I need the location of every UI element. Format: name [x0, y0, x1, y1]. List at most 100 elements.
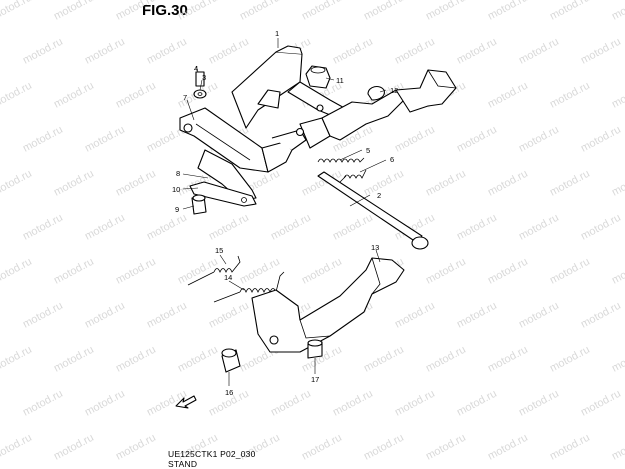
watermark-text: motod.ru [207, 212, 251, 243]
spring-upper[interactable] [317, 157, 365, 163]
watermark-text: motod.ru [362, 432, 406, 463]
watermark-text: motod.ru [362, 168, 406, 199]
watermark-text: motod.ru [300, 432, 344, 463]
watermark-text: motod.ru [455, 212, 499, 243]
watermark-text: motod.ru [517, 212, 561, 243]
watermark-text: motod.ru [52, 0, 96, 23]
watermark-text: motod.ru [393, 300, 437, 331]
watermark-text: motod.ru [52, 256, 96, 287]
watermark-text: motod.ru [114, 0, 158, 23]
watermark-text: motod.ru [331, 212, 375, 243]
callout-17: 17 [311, 375, 319, 384]
watermark-text: motod.ru [393, 388, 437, 419]
watermark-text: motod.ru [424, 432, 468, 463]
watermark-text: motod.ru [0, 256, 34, 287]
watermark-text: motod.ru [486, 80, 530, 111]
watermark-text: motod.ru [114, 168, 158, 199]
side-stand[interactable] [251, 257, 405, 353]
spring-lower[interactable] [339, 169, 367, 183]
watermark-text: motod.ru [21, 300, 65, 331]
watermark-text: motod.ru [424, 344, 468, 375]
watermark-text: motod.ru [0, 344, 34, 375]
watermark-text: motod.ru [579, 124, 623, 155]
watermark-text: motod.ru [610, 168, 625, 199]
watermark-text: motod.ru [21, 388, 65, 419]
mounting-bolt[interactable] [191, 194, 207, 215]
watermark-text: motod.ru [83, 212, 127, 243]
callout-13: 13 [371, 243, 379, 252]
stand-bracket-frame[interactable] [179, 45, 409, 201]
watermark-text: motod.ru [362, 344, 406, 375]
watermark-text: motod.ru [83, 300, 127, 331]
callout-12: 12 [390, 86, 398, 95]
watermark-text: motod.ru [52, 432, 96, 463]
pivot-shaft[interactable] [317, 171, 429, 250]
watermark-text: motod.ru [610, 432, 625, 463]
watermark-text: motod.ru [238, 0, 282, 23]
callout-8: 8 [176, 169, 180, 178]
watermark-text: motod.ru [114, 80, 158, 111]
watermark-text: motod.ru [207, 300, 251, 331]
watermark-text: motod.ru [517, 388, 561, 419]
watermark-text: motod.ru [455, 124, 499, 155]
watermark-text: motod.ru [300, 0, 344, 23]
watermark-text: motod.ru [114, 256, 158, 287]
watermark-text: motod.ru [0, 0, 34, 23]
watermark-text: motod.ru [610, 256, 625, 287]
watermark-text: motod.ru [83, 388, 127, 419]
front-direction-arrow-icon [175, 395, 197, 409]
watermark-text: motod.ru [486, 344, 530, 375]
watermark-text: motod.ru [548, 256, 592, 287]
callout-2: 2 [377, 191, 381, 200]
watermark-text: motod.ru [176, 256, 220, 287]
stand-bush[interactable] [307, 339, 323, 359]
watermark-text: motod.ru [362, 0, 406, 23]
mounting-plate[interactable] [189, 181, 257, 207]
watermark-text: motod.ru [455, 36, 499, 67]
watermark-text: motod.ru [83, 36, 127, 67]
watermark-text: motod.ru [517, 300, 561, 331]
watermark-text: motod.ru [424, 168, 468, 199]
callout-3: 3 [202, 73, 206, 82]
watermark-text: motod.ru [579, 212, 623, 243]
watermark-text: motod.ru [579, 300, 623, 331]
callout-7: 7 [183, 93, 187, 102]
stand-pedal[interactable] [367, 69, 457, 113]
watermark-text: motod.ru [486, 432, 530, 463]
watermark-text: motod.ru [300, 256, 344, 287]
watermark-text: motod.ru [52, 344, 96, 375]
figure-title: FIG.30 [142, 2, 188, 19]
watermark-text: motod.ru [548, 168, 592, 199]
watermark-text: motod.ru [548, 432, 592, 463]
rubber-bush[interactable] [305, 65, 331, 89]
callout-4: 4 [194, 64, 198, 73]
watermark-text: motod.ru [610, 0, 625, 23]
watermark-text: motod.ru [269, 212, 313, 243]
watermark-text: motod.ru [424, 256, 468, 287]
spring-15[interactable] [187, 255, 241, 286]
leader-lines [182, 38, 387, 386]
watermark-text: motod.ru [486, 168, 530, 199]
stand-bolt[interactable] [221, 348, 241, 373]
watermark-text: motod.ru [0, 168, 34, 199]
watermark-text: motod.ru [145, 300, 189, 331]
watermark-text: motod.ru [145, 212, 189, 243]
watermark-text: motod.ru [455, 388, 499, 419]
watermark-text: motod.ru [517, 124, 561, 155]
watermark-text: motod.ru [548, 344, 592, 375]
callout-16: 16 [225, 388, 233, 397]
watermark-text: motod.ru [21, 212, 65, 243]
watermark-text: motod.ru [83, 124, 127, 155]
watermark-text: motod.ru [238, 256, 282, 287]
watermark-text: motod.ru [610, 80, 625, 111]
watermark-text: motod.ru [145, 36, 189, 67]
callout-10: 10 [172, 185, 180, 194]
callout-9: 9 [175, 205, 179, 214]
watermark-text: motod.ru [486, 0, 530, 23]
callout-15: 15 [215, 246, 223, 255]
watermark-text: motod.ru [52, 80, 96, 111]
watermark-text: motod.ru [176, 344, 220, 375]
spring-14[interactable] [213, 271, 285, 303]
callout-14: 14 [224, 273, 232, 282]
